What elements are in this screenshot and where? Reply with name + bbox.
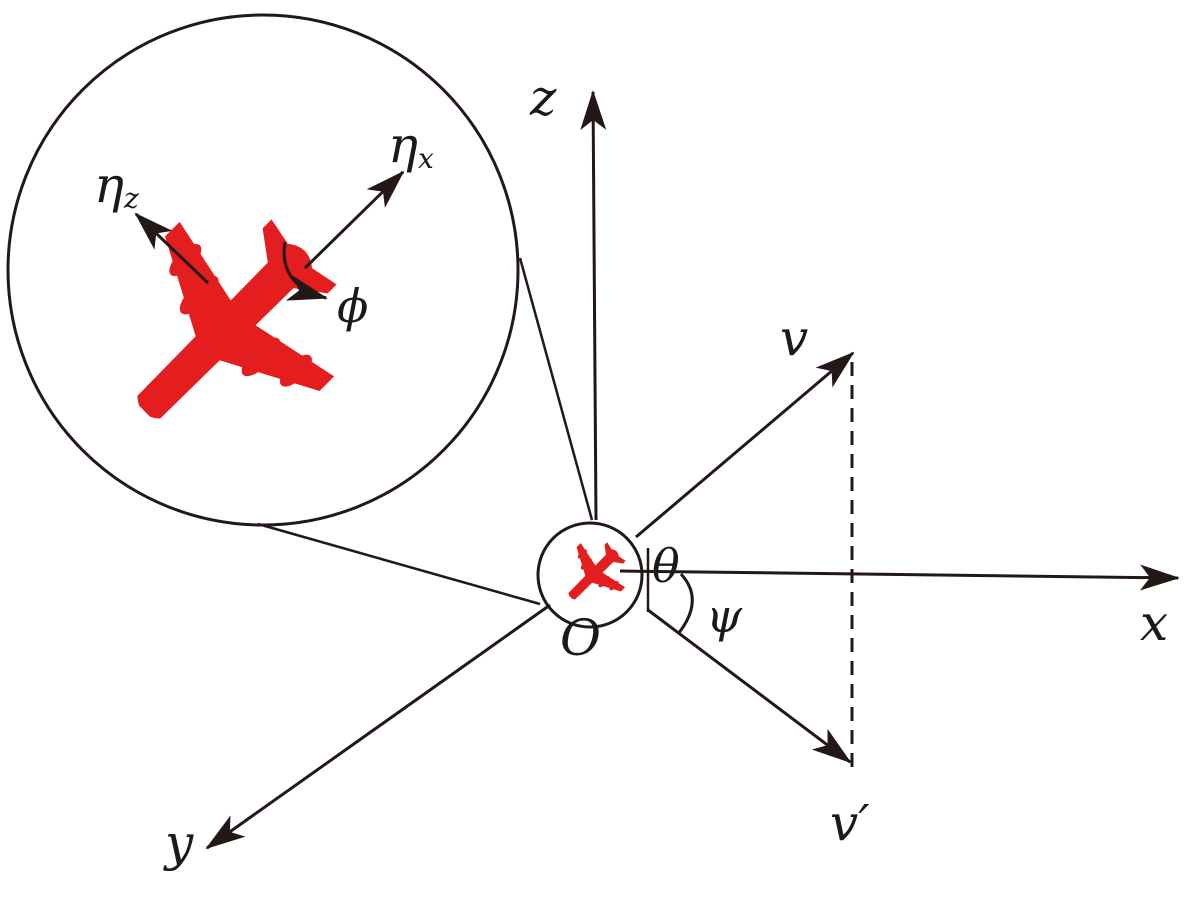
label-x: x: [1140, 594, 1168, 652]
origin-circle: [536, 521, 644, 629]
eta-z-sub: z: [123, 182, 139, 215]
psi-arc: [676, 572, 694, 635]
v-vector: [635, 351, 855, 539]
eta-x-arrow: [303, 170, 405, 270]
label-phi: ϕ: [337, 279, 368, 333]
label-eta-x: ηx: [388, 116, 434, 175]
phi-arc: [282, 241, 328, 301]
label-v-prime: v′: [830, 794, 870, 852]
inset-connector-lower: [257, 522, 541, 606]
eta-z-main: η: [94, 156, 124, 214]
aircraft-large-icon: [66, 173, 383, 490]
label-y: y: [163, 814, 194, 872]
z-axis: [580, 90, 607, 521]
x-axis: [619, 564, 1180, 591]
aircraft-small-icon: [548, 529, 639, 620]
eta-x-sub: x: [418, 142, 434, 175]
inset-connector-upper: [518, 257, 594, 521]
label-eta-z: ηz: [94, 156, 139, 215]
eta-z-arrow: [134, 212, 210, 285]
y-axis: [205, 603, 551, 850]
v-prime-vector: [647, 608, 852, 764]
label-origin: O: [560, 609, 601, 667]
label-psi: ψ: [706, 589, 743, 643]
eta-x-main: η: [388, 116, 418, 174]
label-theta: θ: [652, 539, 680, 593]
label-v: v: [780, 309, 808, 367]
label-z: z: [529, 69, 557, 127]
